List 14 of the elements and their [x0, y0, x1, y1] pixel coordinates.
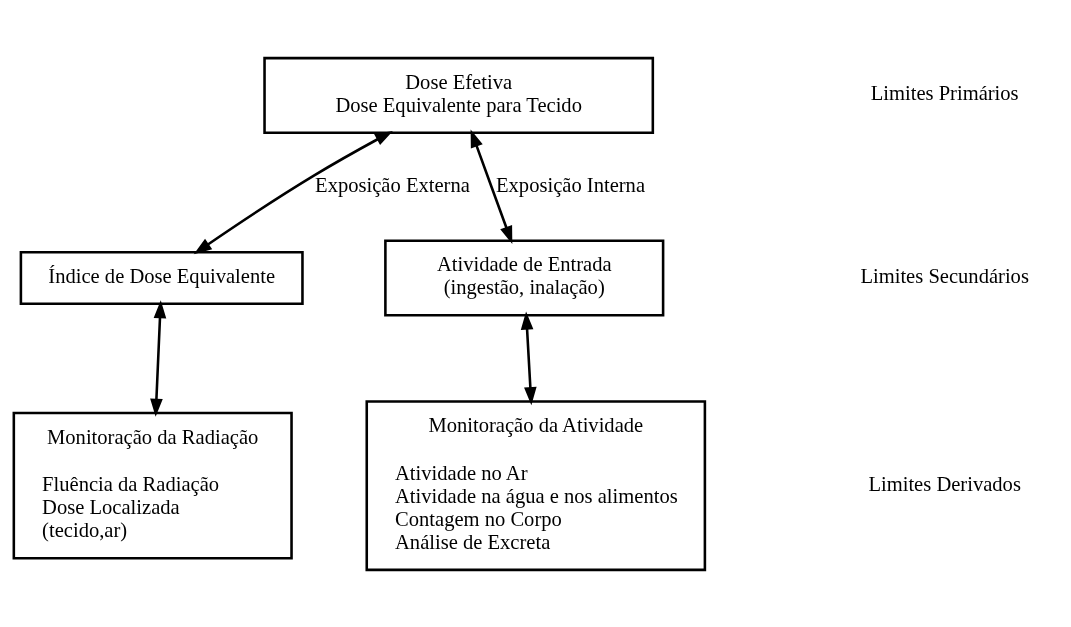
arrow: [470, 129, 513, 244]
node-box: Monitoração da Radiação Fluência da Radiação Dose Localizada (tecido,ar): [12, 411, 293, 560]
node-box: Dose Efetiva Dose Equivalente para Tecido: [263, 56, 655, 134]
arrow: [193, 130, 393, 254]
edge-label: Exposição Interna: [496, 173, 646, 196]
arrow: [150, 299, 167, 417]
node-box: Monitoração da Atividade Atividade no Ar Atividade na água e nos alimentos Contagem no Corpo Análise de Excreta: [365, 399, 707, 571]
label: Limites Primários: [870, 81, 1019, 104]
label: Limites Secundários: [860, 264, 1029, 287]
node-box: Atividade de Entrada (ingestão, inalação): [384, 238, 665, 317]
node-box: Índice de Dose Equivalente: [19, 250, 304, 305]
edge-label: Exposição Externa: [315, 173, 470, 196]
arrow: [520, 311, 537, 405]
label: Limites Derivados: [868, 472, 1021, 495]
